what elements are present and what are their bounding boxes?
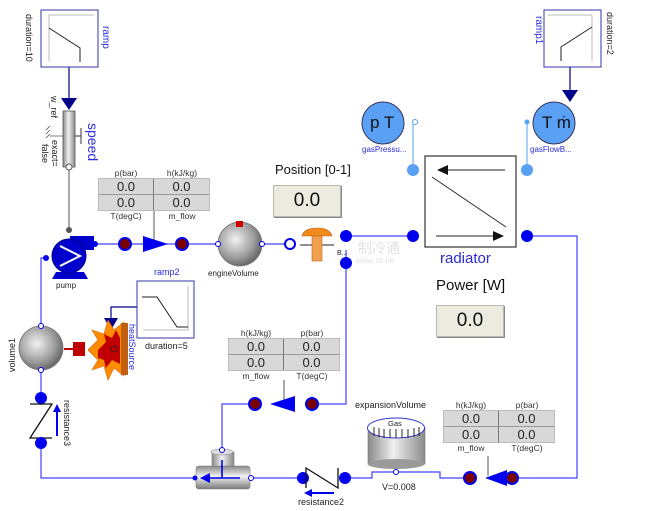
- table-cell: 0.0: [154, 179, 209, 195]
- pipe-return-lower: [340, 471, 470, 479]
- table-cell: 0.0: [284, 339, 339, 355]
- table-cell: 0.0: [302, 355, 321, 370]
- table-header: p(bar): [114, 168, 138, 178]
- watermark-url: www.zlt.ne: [356, 256, 395, 265]
- ramp-block[interactable]: [40, 9, 99, 68]
- gas-pressure-name-label: gasPressu...: [362, 145, 407, 154]
- power-display: 0.0: [436, 305, 504, 337]
- table-cell: 0.0: [444, 411, 499, 427]
- ramp-name-label: ramp: [100, 26, 111, 49]
- table-footer: T(degC): [511, 443, 543, 453]
- expansion-volume-name-label: expansionVolume: [355, 400, 427, 410]
- pipe-tee-to-res3: [40, 443, 196, 479]
- table-cell: 0.0: [229, 355, 284, 370]
- ramp1-arrow-icon: [562, 90, 578, 102]
- valve-name-label: B...: [337, 250, 348, 257]
- radiator-fluid-in-port[interactable]: [407, 230, 419, 242]
- valve-inlet-port[interactable]: [284, 238, 296, 250]
- ramp2-param-label: duration=5: [145, 341, 188, 351]
- ramp-arrow-icon: [61, 98, 77, 110]
- table-footer: m_flow: [457, 443, 485, 453]
- expansion-volume-param-label: V=0.008: [382, 482, 416, 492]
- position-title: Position [0-1]: [275, 162, 351, 177]
- table-cell: 0.0: [99, 195, 154, 210]
- table-footer: T(degC): [296, 371, 328, 381]
- volume1-name-label: volume1: [7, 337, 17, 372]
- ramp2-block[interactable]: [136, 280, 195, 339]
- flow-sensor-2[interactable]: [248, 396, 319, 412]
- table-header: h(kJ/kg): [240, 328, 272, 338]
- resistance2[interactable]: [297, 466, 351, 497]
- flow-sensor-1[interactable]: [118, 236, 189, 252]
- engine-volume-name-label: engineVolume: [208, 269, 259, 278]
- thermostat-valve[interactable]: [300, 227, 334, 262]
- speed-input-label: w_ref: [49, 96, 59, 119]
- table-cell: 0.0: [444, 427, 499, 442]
- pipe-valveB-down: [312, 250, 347, 405]
- flow-sensor-3[interactable]: [463, 470, 519, 486]
- heat-source-name-label: heatSource: [127, 324, 137, 371]
- speed-actuator[interactable]: [45, 110, 82, 171]
- gas-flow-source[interactable]: [524, 101, 576, 145]
- valve-bypass-port[interactable]: [340, 257, 352, 269]
- resistance3-name-label: resistance3: [62, 400, 72, 447]
- expansion-volume[interactable]: [367, 417, 426, 475]
- gas-pressure-symbol: p T: [370, 113, 395, 132]
- table-cell: 0.0: [99, 179, 154, 195]
- sensor-table-pump-outlet: p(bar) h(kJ/kg) 0.0 0.0 0.0 0.0 T(degC) m_…: [98, 168, 210, 221]
- gas-pressure-source[interactable]: [361, 101, 418, 145]
- sensor-table-return-mid: h(kJ/kg) p(bar) 0.0 0.0 0.0 0.0 m_flow T(d…: [228, 328, 340, 381]
- watermark-logo: 制冷通: [358, 240, 400, 256]
- table-header: h(kJ/kg): [455, 400, 487, 410]
- table-footer: m_flow: [242, 371, 270, 381]
- volume1[interactable]: [18, 323, 64, 373]
- ramp1-param-label: duration=2: [605, 12, 615, 55]
- pump[interactable]: [51, 227, 94, 279]
- table-footer: T(degC): [110, 211, 142, 221]
- expansion-volume-gas-label: Gas: [388, 419, 402, 428]
- ramp2-name-label: ramp2: [154, 267, 180, 277]
- table-cell: 0.0: [229, 339, 284, 355]
- radiator-gas-in-port[interactable]: [407, 164, 419, 176]
- resistance2-name-label: resistance2: [298, 497, 345, 507]
- table-header: p(bar): [300, 328, 324, 338]
- radiator-name-label: radiator: [440, 250, 491, 267]
- tee-junction[interactable]: [192, 447, 254, 490]
- pipe-radiator-out: [512, 235, 578, 479]
- table-cell: 0.0: [499, 411, 554, 427]
- table-header: h(kJ/kg): [166, 168, 198, 178]
- radiator-gas-out-port[interactable]: [521, 164, 533, 176]
- pump-name-label: pump: [56, 281, 77, 290]
- table-cell: 0.0: [517, 427, 536, 442]
- radiator[interactable]: [424, 155, 517, 248]
- ramp1-name-label: ramp1: [533, 16, 544, 45]
- signal-connections: [68, 67, 571, 318]
- boundary-connections: [412, 124, 528, 170]
- table-header: p(bar): [515, 400, 539, 410]
- pump-inlet-port[interactable]: [43, 255, 49, 261]
- sensor-table-radiator-return: h(kJ/kg) p(bar) 0.0 0.0 0.0 0.0 m_flow T(d…: [443, 400, 555, 453]
- heat-source[interactable]: [64, 319, 128, 381]
- speed-name-label: speed: [85, 123, 101, 162]
- ramp-param-label: duration=10: [24, 14, 34, 62]
- ramp1-block[interactable]: [543, 9, 602, 68]
- power-title: Power [W]: [436, 277, 506, 294]
- pipe-volume1-to-pump: [40, 257, 46, 326]
- gas-flow-name-label: gasFlowB...: [530, 145, 572, 154]
- speed-param-line1: exact=: [50, 140, 60, 167]
- table-cell: 0.0: [172, 195, 191, 210]
- engine-volume[interactable]: [215, 221, 265, 267]
- pipe-tee-up: [221, 403, 255, 450]
- gas-flow-symbol: T ṁ: [542, 113, 571, 132]
- speed-param-label: exact=: [50, 140, 60, 167]
- table-footer: m_flow: [168, 211, 196, 221]
- pump-outlet-port[interactable]: [92, 241, 98, 247]
- radiator-fluid-out-port[interactable]: [521, 230, 533, 242]
- speed-param-line2-label: false: [40, 144, 50, 164]
- valve-outlet-port[interactable]: [340, 230, 352, 242]
- resistance3[interactable]: [28, 392, 61, 449]
- position-display: 0.0: [273, 185, 341, 217]
